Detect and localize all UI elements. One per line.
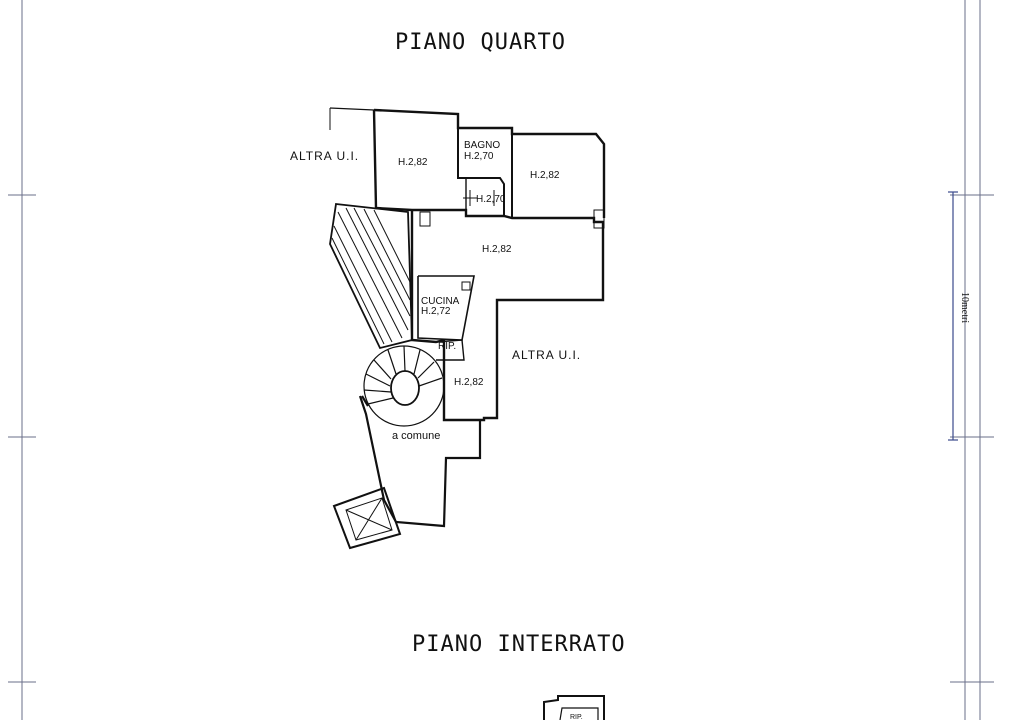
bathroom-height: H.2,70: [464, 151, 494, 162]
room-1-height: H.2,82: [398, 157, 428, 168]
basement-plan-fragment: [543, 695, 605, 720]
spiral-stair: [363, 345, 445, 427]
room-2-height: H.2,82: [530, 170, 560, 181]
sheet-frame: [8, 0, 994, 720]
roof-wedge: [329, 203, 413, 350]
common-corridor: [332, 395, 482, 550]
scale-bar: [948, 191, 958, 441]
basement-title: PIANO INTERRATO: [412, 632, 626, 657]
basement-storage-label: RIP.: [570, 714, 583, 721]
kitchen-height: H.2,72: [421, 306, 451, 317]
other-unit-left-label: ALTRA U.I.: [290, 149, 360, 163]
fixtures: [419, 190, 605, 291]
storage-label: RIP.: [438, 341, 457, 352]
living-room-height: H.2,82: [482, 244, 512, 255]
scale-label: 10metri: [959, 292, 970, 324]
bathroom-name: BAGNO: [464, 140, 501, 151]
lower-room-height: H.2,82: [454, 377, 484, 388]
kitchen-name: CUCINA: [421, 296, 460, 307]
corridor-height: H.2,70: [476, 194, 506, 205]
common-area-label: a comune: [392, 430, 441, 442]
floor-four-title: PIANO QUARTO: [395, 30, 566, 55]
other-unit-right-label: ALTRA U.I.: [512, 348, 582, 362]
